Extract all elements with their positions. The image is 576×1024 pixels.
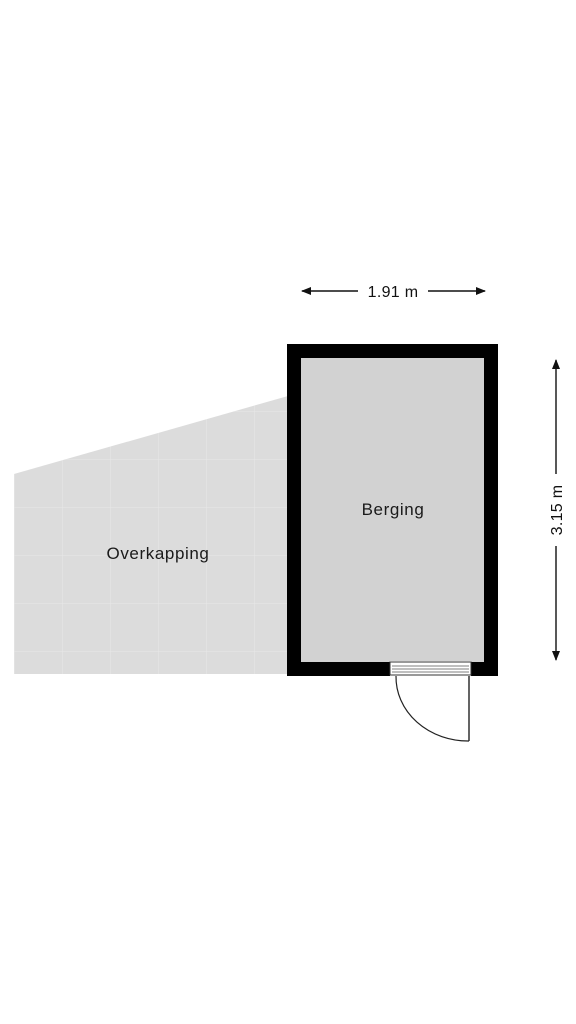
door-frame: [389, 661, 472, 676]
berging-door: [389, 661, 472, 742]
height-dimension: 3.15 m: [549, 359, 566, 661]
overkapping-label: Overkapping: [107, 544, 210, 563]
berging-room: Berging: [287, 344, 498, 676]
width-dimension-label: 1.91 m: [368, 284, 419, 301]
overkapping-floor: [14, 396, 288, 674]
berging-floor: [301, 358, 484, 662]
height-dimension-label: 3.15 m: [549, 485, 566, 536]
overkapping-area: Overkapping: [14, 396, 288, 674]
width-dimension: 1.91 m: [301, 284, 486, 301]
berging-label: Berging: [362, 500, 425, 519]
door-swing-arc: [395, 675, 470, 742]
